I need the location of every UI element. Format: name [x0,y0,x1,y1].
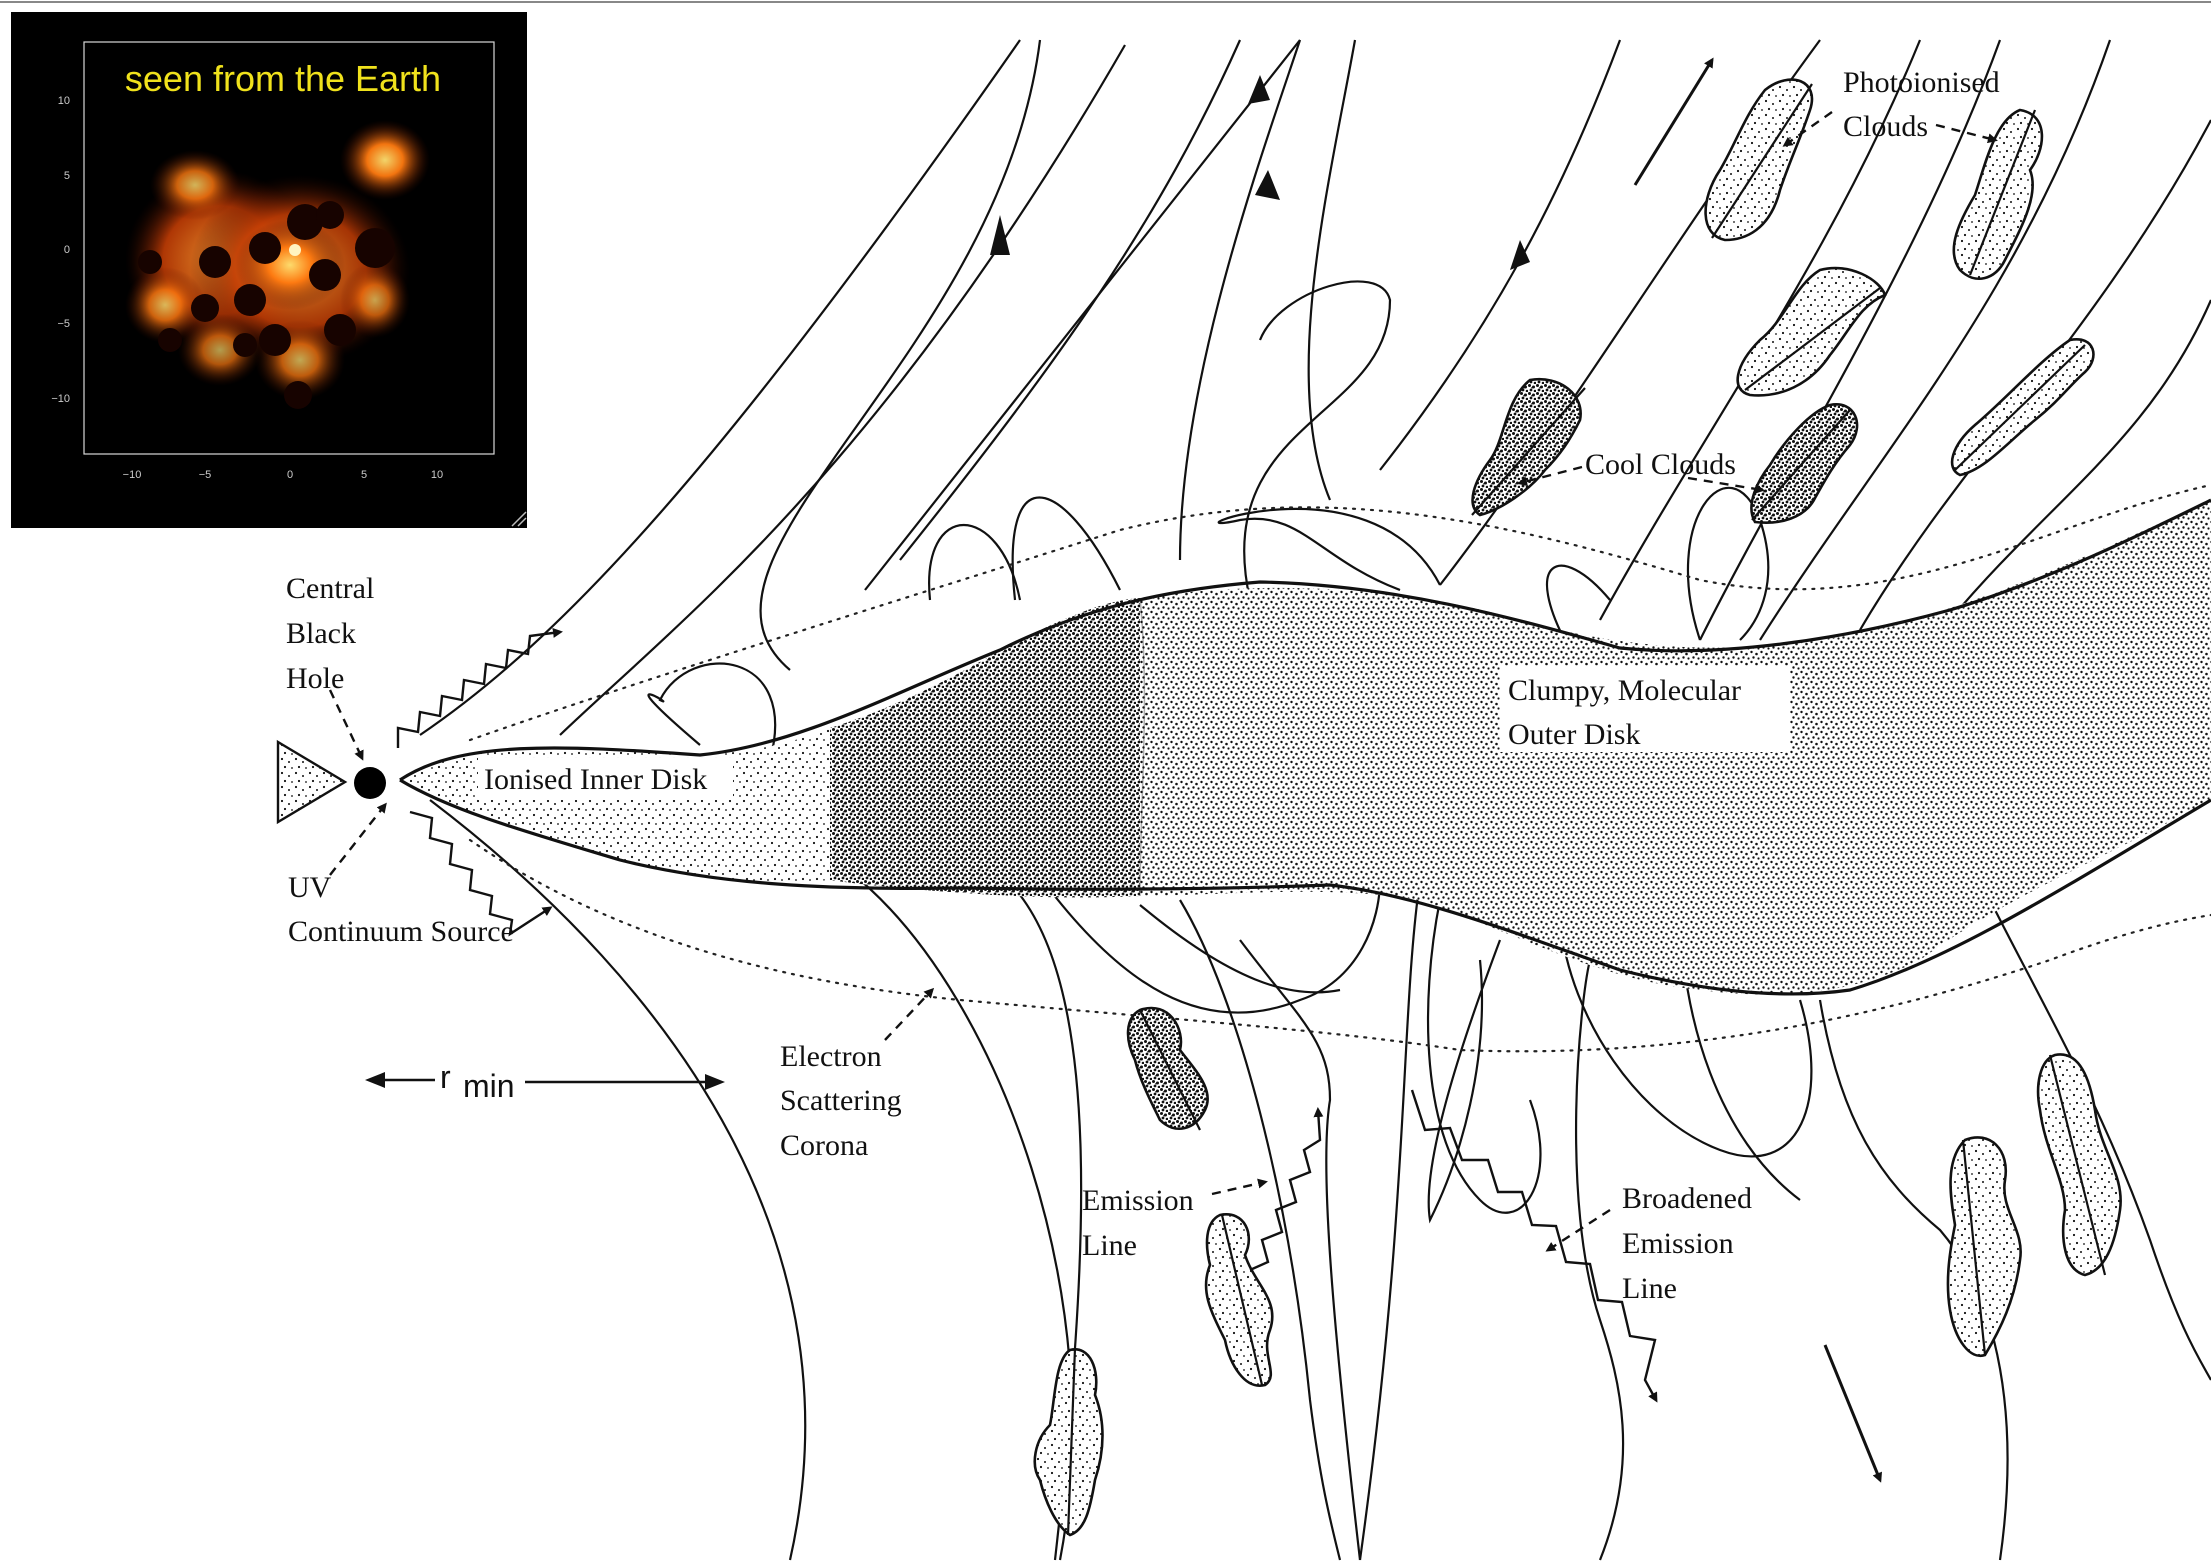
label-broadened-emission-line: Broadened Emission Line [1622,1182,1752,1305]
x-tick: −5 [199,469,212,481]
r-min-arrow [365,1072,725,1090]
label-scattering: Scattering [780,1084,902,1117]
label-uv-source: UV Continuum Source [288,871,514,948]
label-photoionised: Photoionised [1843,66,2000,99]
central-black-hole [354,767,386,799]
label-black: Black [286,617,356,650]
broadened-emission-line-radiation [1412,1090,1656,1400]
label-line: Line [1082,1229,1137,1262]
label-clumpy-molecular: Clumpy, Molecular [1508,674,1741,707]
y-tick: 10 [58,95,70,107]
label-hole: Hole [286,662,344,695]
x-tick: 0 [287,469,293,481]
label-corona: Corona [780,1129,868,1162]
y-tick: 5 [64,170,70,182]
y-tick: −5 [57,318,70,330]
x-tick: 5 [361,469,367,481]
counter-jet-cone [278,742,345,822]
inset-title: seen from the Earth [125,58,441,99]
label-emission: Emission [1082,1184,1194,1217]
label-central-black-hole: Central Black Hole [286,572,374,695]
x-tick: −10 [123,469,142,481]
y-tick: 0 [64,244,70,256]
label-broadened: Broadened [1622,1182,1752,1215]
label-r: r [440,1059,451,1095]
label-continuum-source: Continuum Source [288,915,514,948]
accretion-disk [400,500,2211,995]
label-min: min [463,1068,515,1104]
label-electron-corona: Electron Scattering Corona [780,1040,902,1162]
emission-line-radiation [1250,1110,1320,1270]
label-emission-2: Emission [1622,1227,1734,1260]
label-clouds: Clouds [1843,110,1928,143]
label-central: Central [286,572,374,605]
inset-simulation-image: −10 −5 0 5 10 10 5 0 −5 −10 seen from th… [11,12,527,528]
label-emission-line: Emission Line [1082,1184,1194,1262]
label-cool-clouds: Cool Clouds [1585,448,1736,481]
y-tick: −10 [51,393,70,405]
label-line-2: Line [1622,1272,1677,1305]
label-electron: Electron [780,1040,882,1073]
x-tick: 10 [431,469,443,481]
label-ionised-inner-disk: Ionised Inner Disk [484,763,707,796]
label-uv: UV [288,871,332,904]
label-outer-disk: Outer Disk [1508,718,1640,751]
